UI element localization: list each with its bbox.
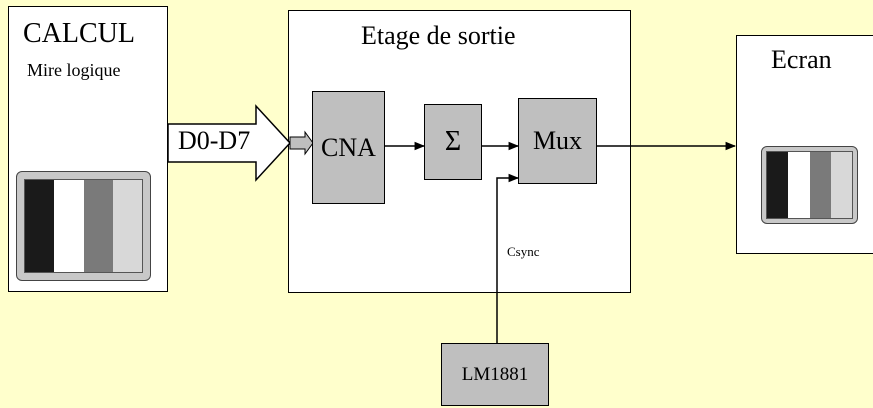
lm1881-label: LM1881 <box>461 363 529 385</box>
csync-wire <box>496 173 520 343</box>
output-stage-title: Etage de sortie <box>361 21 516 50</box>
test-bar <box>25 180 55 272</box>
test-bar <box>809 152 831 218</box>
lm1881-block: LM1881 <box>441 343 549 406</box>
test-bar <box>54 180 84 272</box>
test-pattern-left <box>16 171 151 281</box>
mux-block: Mux <box>518 98 597 184</box>
calcul-box: CALCUL Mire logique <box>8 6 168 292</box>
test-bar <box>112 180 142 272</box>
test-bar <box>830 152 852 218</box>
cna-label: CNA <box>321 132 376 162</box>
test-bar <box>788 152 810 218</box>
test-pattern-left-bars <box>24 179 143 273</box>
bus-entry-arrow <box>289 130 314 156</box>
cna-block: CNA <box>312 91 385 204</box>
bus-arrow <box>167 104 292 182</box>
test-pattern-right <box>761 146 858 224</box>
calcul-title: CALCUL <box>23 18 135 49</box>
screen-box: Ecran <box>736 35 873 254</box>
screen-title: Ecran <box>771 45 832 74</box>
sum-label: Σ <box>444 126 462 157</box>
test-bar <box>767 152 789 218</box>
mux-label: Mux <box>532 126 583 155</box>
csync-label: Csync <box>507 244 540 259</box>
test-pattern-right-bars <box>766 151 853 219</box>
calcul-subtitle: Mire logique <box>27 60 121 80</box>
bus-label: D0-D7 <box>178 126 251 155</box>
sum-block: Σ <box>424 104 482 180</box>
test-bar <box>83 180 113 272</box>
